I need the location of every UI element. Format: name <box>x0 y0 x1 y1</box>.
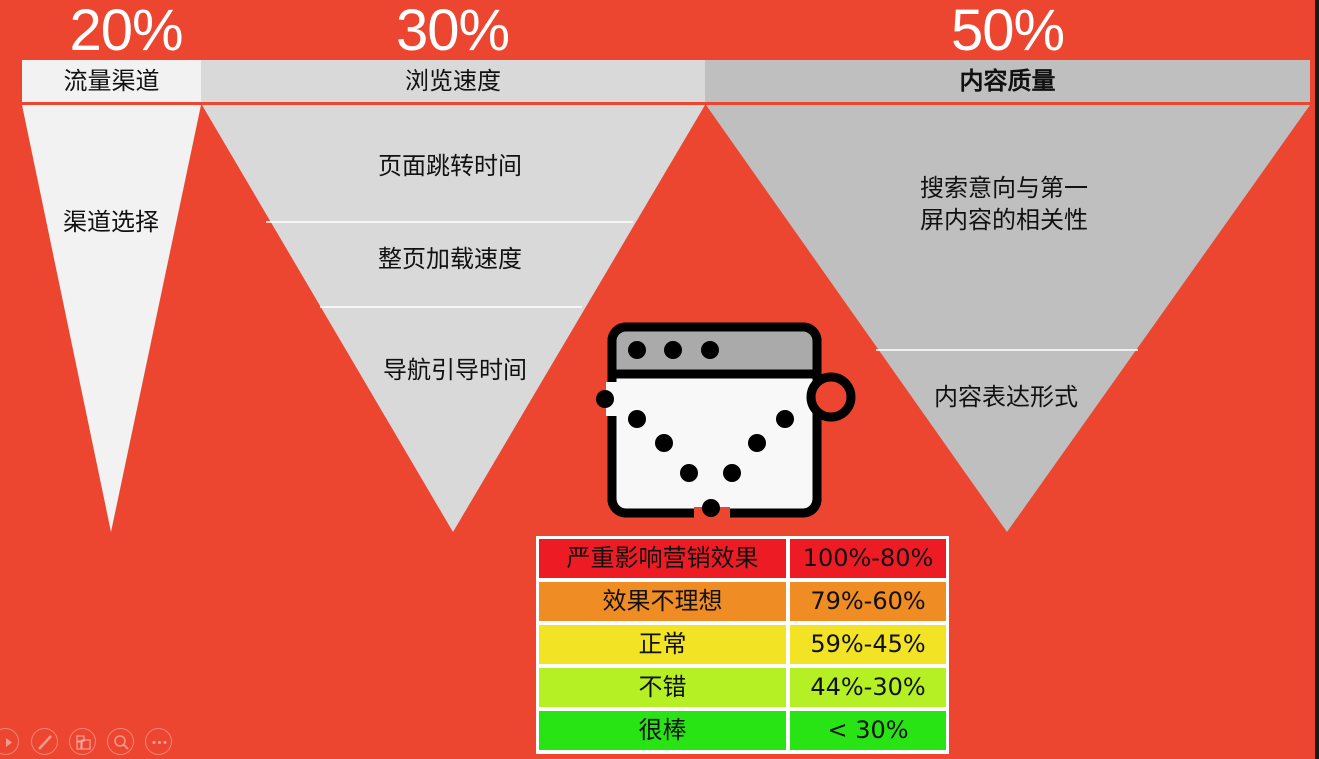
more-button[interactable] <box>145 728 172 755</box>
legend-label: 正常 <box>539 625 786 664</box>
pen-button[interactable] <box>31 728 58 755</box>
previous-button[interactable] <box>0 728 19 755</box>
col3-item-2: 内容表达形式 <box>934 383 1078 411</box>
legend-range: 59%-45% <box>790 625 946 664</box>
pen-icon <box>38 735 52 750</box>
col2-funnel <box>202 105 705 532</box>
legend-row: 不错 44%-30% <box>539 668 946 707</box>
legend-row: 效果不理想 79%-60% <box>539 582 946 621</box>
col3-item-1: 搜索意向与第一 屏内容的相关性 <box>804 172 1204 236</box>
more-icon <box>152 741 167 744</box>
zoom-button[interactable] <box>107 728 134 755</box>
zoom-icon <box>114 735 129 750</box>
legend-range: 100%-80% <box>790 539 946 578</box>
legend-table: 严重影响营销效果 100%-80% 效果不理想 79%-60% 正常 59%-4… <box>536 536 949 754</box>
col3-percent: 50% <box>950 0 1065 63</box>
legend-row: 严重影响营销效果 100%-80% <box>539 539 946 578</box>
browser-loading-icon <box>596 322 856 519</box>
col3-funnel <box>706 105 1310 532</box>
col3-item-1-line-1: 搜索意向与第一 <box>920 174 1088 202</box>
legend-row: 正常 59%-45% <box>539 625 946 664</box>
legend-range: 44%-30% <box>790 668 946 707</box>
col2-item-1: 页面跳转时间 <box>378 152 522 180</box>
col2-item-3: 导航引导时间 <box>383 356 527 384</box>
col2-percent: 30% <box>395 0 510 63</box>
col2-item-2: 整页加载速度 <box>378 245 522 273</box>
legend-row: 很棒 < 30% <box>539 711 946 750</box>
legend-label: 不错 <box>539 668 786 707</box>
col1-header: 流量渠道 <box>22 60 201 102</box>
col1-percent: 20% <box>69 0 183 63</box>
col3-header: 内容质量 <box>705 60 1310 102</box>
slides-button[interactable] <box>69 728 96 755</box>
legend-range: 79%-60% <box>790 582 946 621</box>
legend-label: 严重影响营销效果 <box>539 539 786 578</box>
legend-range: < 30% <box>790 711 946 750</box>
legend-label: 很棒 <box>539 711 786 750</box>
slides-icon <box>76 735 91 750</box>
col1-item-1: 渠道选择 <box>63 208 159 236</box>
col3-item-1-line-2: 屏内容的相关性 <box>920 206 1088 234</box>
legend-label: 效果不理想 <box>539 582 786 621</box>
col2-header: 浏览速度 <box>201 60 705 102</box>
col1-funnel <box>22 105 201 532</box>
previous-icon <box>6 738 12 747</box>
